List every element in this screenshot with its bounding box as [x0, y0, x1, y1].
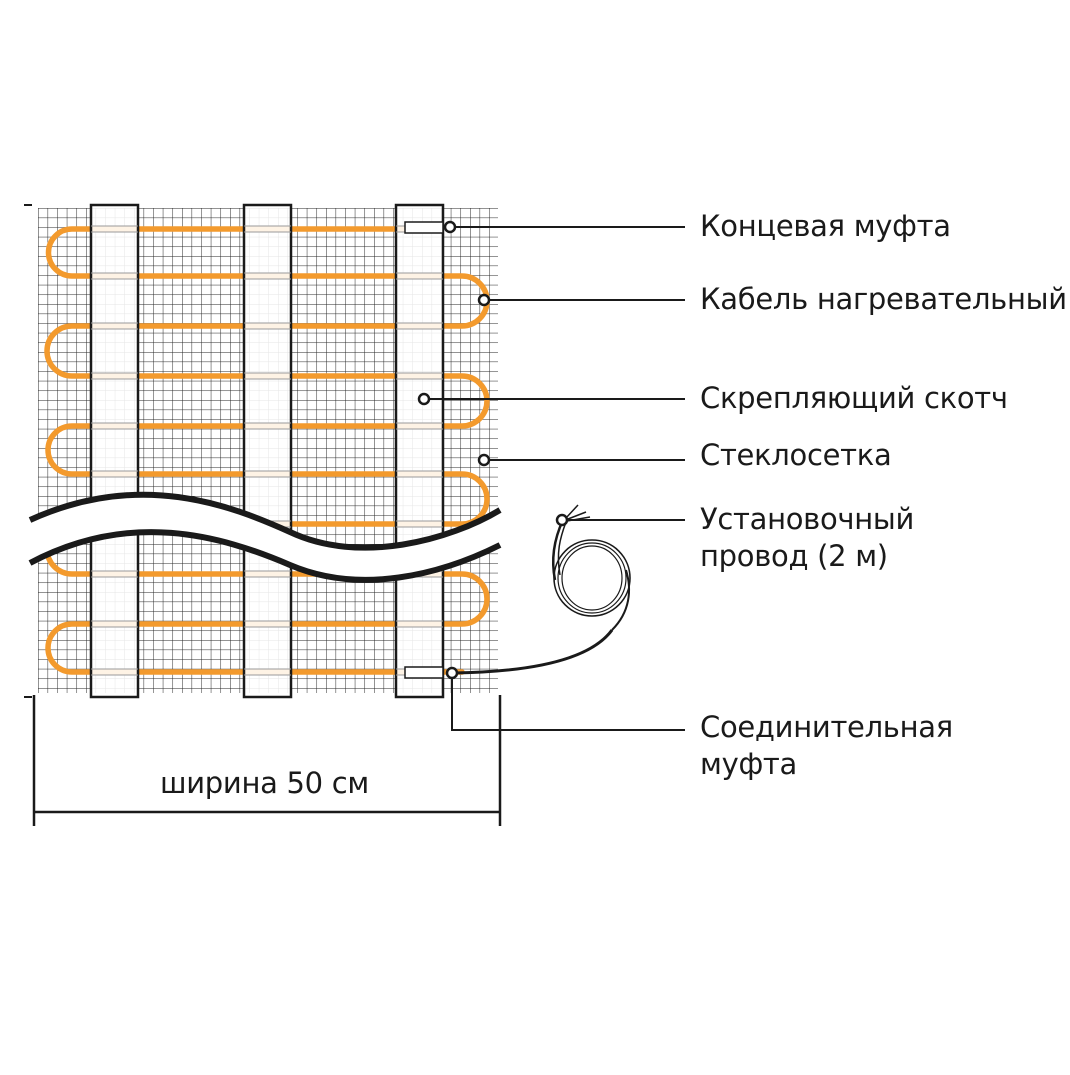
label-fixing-tape: Скрепляющий скотч	[700, 381, 1008, 415]
label-width: ширина 50 см	[160, 766, 369, 800]
fixing-tapes	[89, 203, 445, 699]
label-end-coupling: Концевая муфта	[700, 209, 951, 243]
end-coupling-sleeve	[404, 221, 444, 234]
label-installation-wire-1: Установочный	[700, 502, 915, 536]
label-installation-wire-2: провод (2 м)	[700, 539, 888, 573]
width-dimension	[24, 204, 502, 826]
fixing-tape-1	[89, 203, 140, 699]
label-connection-coupling-2: муфта	[700, 747, 797, 781]
couplings	[404, 221, 444, 679]
label-connection-coupling-1: Соединительная	[700, 710, 953, 744]
leader-lines	[424, 226, 685, 731]
break-wave	[28, 491, 502, 583]
connection-coupling-sleeve	[404, 666, 444, 679]
label-fiberglass-mesh: Стеклосетка	[700, 438, 892, 472]
label-heating-cable: Кабель нагревательный	[700, 282, 1067, 316]
fixing-tape-2	[242, 203, 293, 699]
fixing-tape-3	[394, 203, 445, 699]
installation-wire	[452, 504, 631, 675]
callout-markers	[417, 220, 569, 680]
